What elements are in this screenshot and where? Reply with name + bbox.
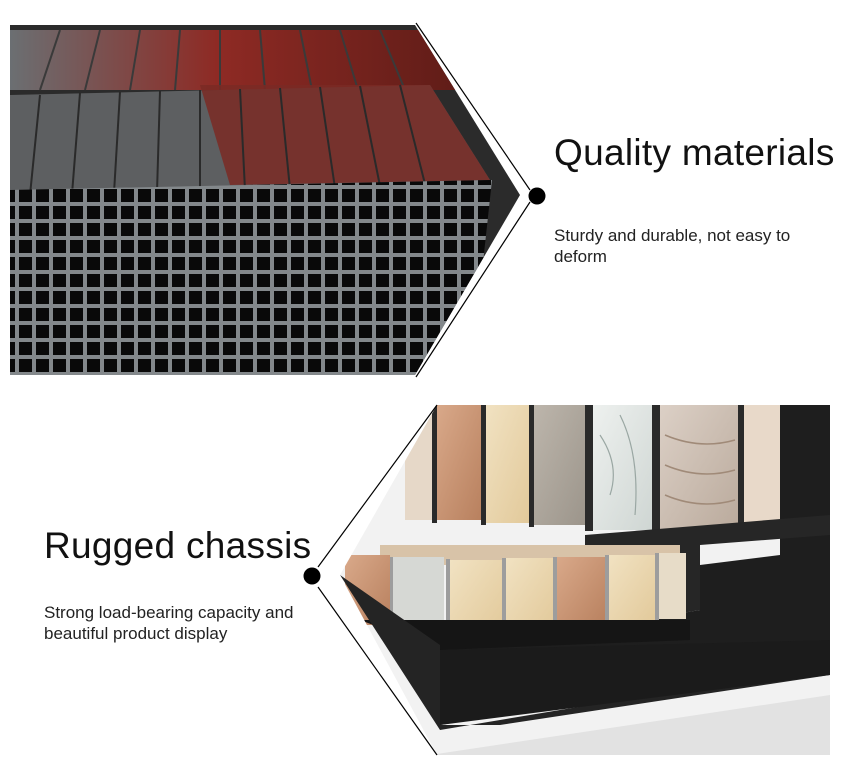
feature-quality-materials: Quality materials Sturdy and durable, no… [10,22,835,378]
feature-description: Sturdy and durable, not easy to deform [554,226,791,266]
feature-title: Quality materials [554,132,835,173]
metal-tubes-photo [10,22,546,378]
feature-rugged-chassis: Rugged chassis Strong load-bearing capac… [0,395,850,778]
feature-description: Strong load-bearing capacity and beautif… [44,603,294,643]
display-rack-photo [303,404,830,756]
bullet-dot-icon [528,187,546,205]
bullet-dot-icon [303,567,321,585]
feature-title: Rugged chassis [44,525,312,566]
